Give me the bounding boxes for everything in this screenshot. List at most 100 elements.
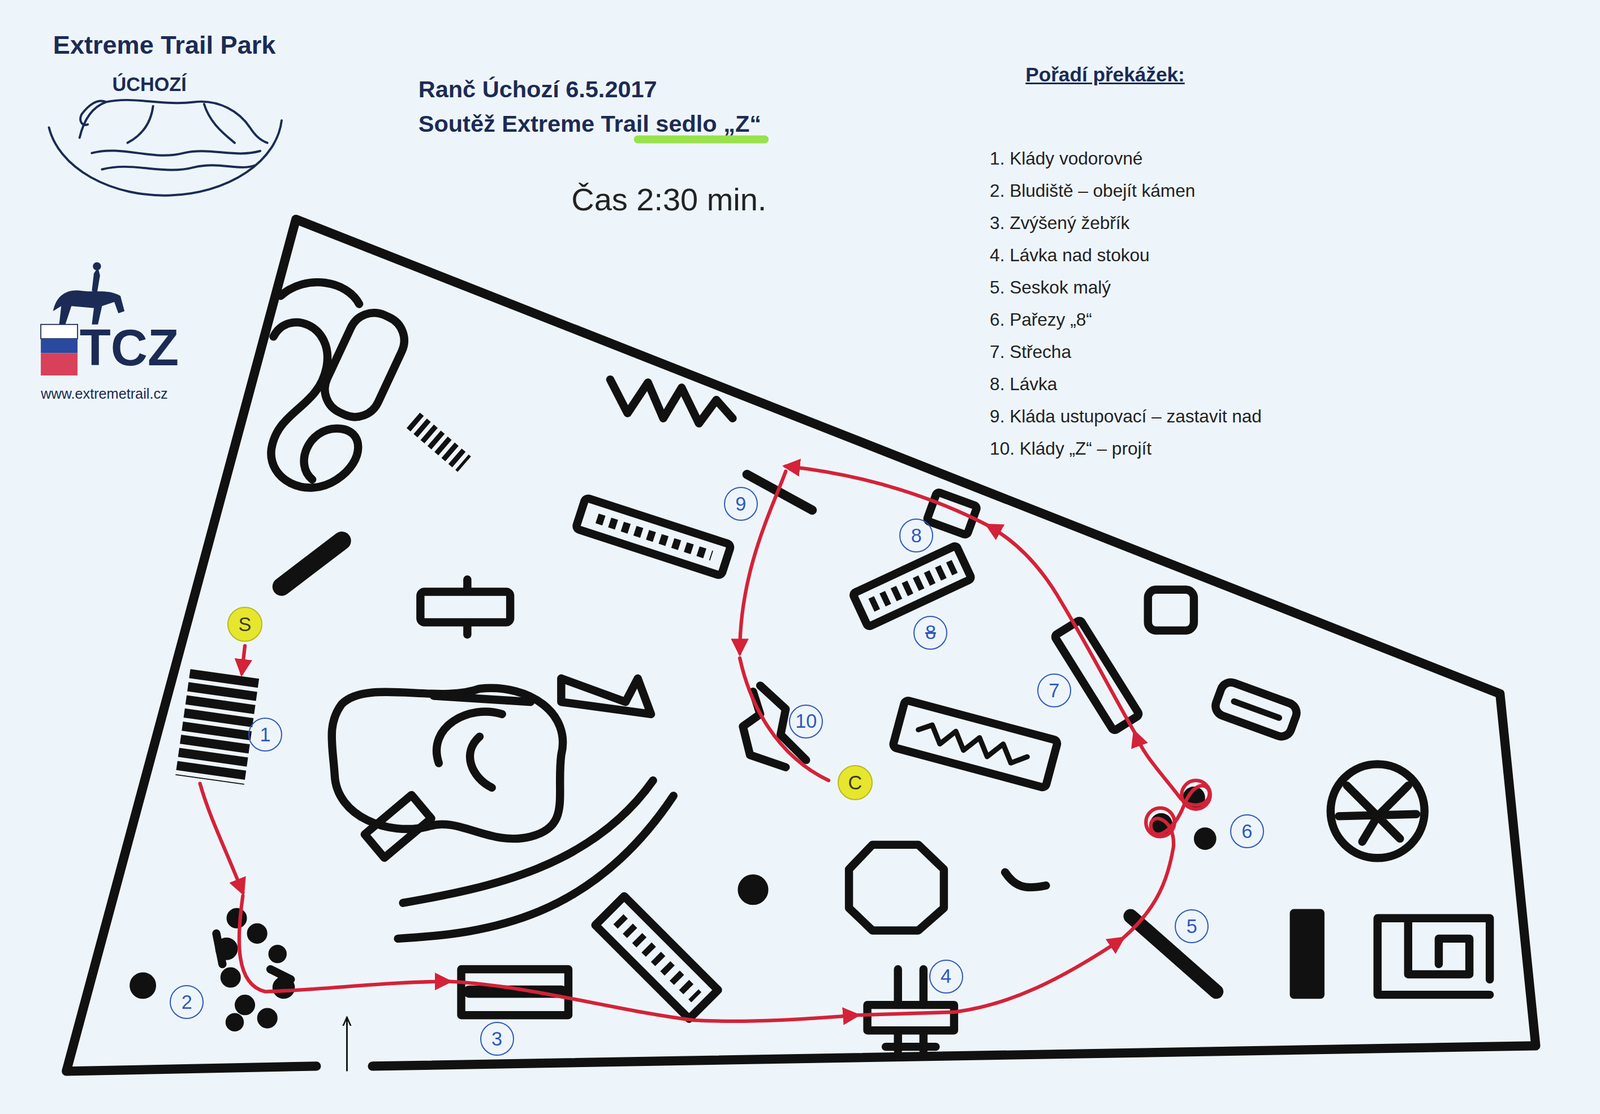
obstacle-list-item: 7. Střecha xyxy=(989,341,1072,362)
subtitle: Soutěž Extreme Trail sedlo „Z“ xyxy=(418,110,762,138)
logo-text: Extreme Trail Park xyxy=(53,30,276,60)
trail-map xyxy=(40,100,1536,1072)
callout-number: 9 xyxy=(723,486,758,521)
route-arrow xyxy=(1122,732,1210,939)
callout-number: 5 xyxy=(1174,909,1209,944)
etcz-logo xyxy=(40,338,78,353)
obstacle xyxy=(463,624,472,635)
callout-number: 6 xyxy=(1230,814,1265,849)
route-arrow xyxy=(987,525,1135,733)
obstacle xyxy=(272,949,283,960)
obstacle xyxy=(561,678,651,715)
obstacle xyxy=(595,896,719,1020)
etcz-logo xyxy=(92,262,101,271)
obstacle xyxy=(1212,679,1300,740)
obstacle xyxy=(575,497,732,577)
obstacle xyxy=(916,722,1029,767)
obstacle xyxy=(852,545,972,628)
node-text: 7 xyxy=(1048,680,1060,701)
etcz-logo xyxy=(40,324,78,339)
callout-number: 3 xyxy=(480,1021,515,1056)
obstacle-list-item: 8. Lávka xyxy=(989,373,1058,395)
obstacle xyxy=(618,919,697,998)
callout-number: 8 xyxy=(913,615,948,650)
start-finish-marker: C xyxy=(837,765,873,801)
node-text: 5 xyxy=(1186,916,1198,937)
time-limit: Čas 2:30 min. xyxy=(571,181,767,218)
obstacle xyxy=(270,282,360,488)
obstacle xyxy=(597,518,712,556)
node-text: 9 xyxy=(735,494,746,514)
route-arrow xyxy=(739,658,829,782)
obstacle xyxy=(867,1005,955,1031)
callout-number: 7 xyxy=(1037,673,1072,708)
callout-number: 4 xyxy=(929,959,964,994)
logo-text: TCZ xyxy=(79,318,179,378)
obstacle xyxy=(331,688,564,839)
obstacle-list-item: 4. Lávka nad stokou xyxy=(989,244,1150,266)
node-text: C xyxy=(848,773,863,793)
node-text: 8 xyxy=(911,525,922,546)
obstacle-list-item: 6. Pařezy „8“ xyxy=(989,309,1093,330)
logo-graphic xyxy=(49,100,282,196)
obstacle xyxy=(261,1012,274,1025)
etcz-logo xyxy=(91,267,100,295)
logo-text: ÚCHOZÍ xyxy=(111,73,187,96)
obstacle xyxy=(575,497,732,577)
obstacle xyxy=(364,795,432,858)
obstacle xyxy=(1197,831,1213,846)
park-fence xyxy=(66,219,1536,1072)
etcz-logo xyxy=(40,352,78,376)
obstacle xyxy=(413,420,465,465)
callout-number: 8 xyxy=(899,518,934,553)
logo-graphic xyxy=(49,120,282,196)
obstacle-list-item: 2. Bludiště – obejít kámen xyxy=(989,180,1196,201)
obstacle xyxy=(238,998,252,1012)
obstacle-list-item: 5. Seskok malý xyxy=(989,277,1111,298)
obstacle-list-item: 9. Kláda ustupovací – zastavit nad xyxy=(989,406,1262,427)
route-arrow xyxy=(200,466,1211,1022)
obstacle-list-item: 1. Klády vodorovné xyxy=(989,148,1143,169)
callout-number: 1 xyxy=(248,717,283,752)
obstacle xyxy=(133,976,152,995)
node-text: S xyxy=(238,614,252,635)
route-arrow xyxy=(1145,808,1175,838)
route-arrow xyxy=(1181,780,1211,810)
node-text: 6 xyxy=(1241,821,1253,842)
web-address: www.extremetrail.cz xyxy=(40,385,168,403)
route-arrow xyxy=(785,466,988,526)
obstacle xyxy=(1005,872,1046,888)
route-arrow xyxy=(449,981,858,1022)
obstacle xyxy=(1234,701,1280,718)
obstacle xyxy=(463,579,472,590)
obstacle xyxy=(892,700,1059,789)
obstacle xyxy=(216,933,291,980)
obstacle xyxy=(398,780,674,939)
title: Ranč Úchozí 6.5.2017 xyxy=(418,75,658,103)
route-arrow xyxy=(200,783,244,894)
obstacle xyxy=(926,492,978,536)
route-arrow xyxy=(242,645,245,674)
obstacle xyxy=(1377,918,1490,995)
obstacle-list-item: 10. Klády „Z“ – projít xyxy=(989,438,1152,459)
obstacle xyxy=(1294,913,1321,995)
obstacle xyxy=(316,304,413,426)
obstacle xyxy=(433,695,531,788)
node-text: 3 xyxy=(491,1029,503,1049)
obstacle xyxy=(281,540,342,587)
node-text: 1 xyxy=(260,725,271,745)
callout-number: 2 xyxy=(169,985,204,1020)
obstacle xyxy=(460,969,568,1016)
obstacle xyxy=(892,700,1059,789)
route-arrow xyxy=(239,895,450,993)
obstacle xyxy=(885,969,936,1051)
node-text: 4 xyxy=(940,966,952,986)
obstacle xyxy=(133,282,1490,1051)
obstacle xyxy=(742,878,765,901)
callout-number: 10 xyxy=(788,704,823,739)
obstacle xyxy=(251,927,264,940)
obstacle xyxy=(848,844,944,931)
node-text: 2 xyxy=(181,992,193,1012)
park-fence xyxy=(66,219,1536,1072)
obstacle xyxy=(1212,679,1300,740)
